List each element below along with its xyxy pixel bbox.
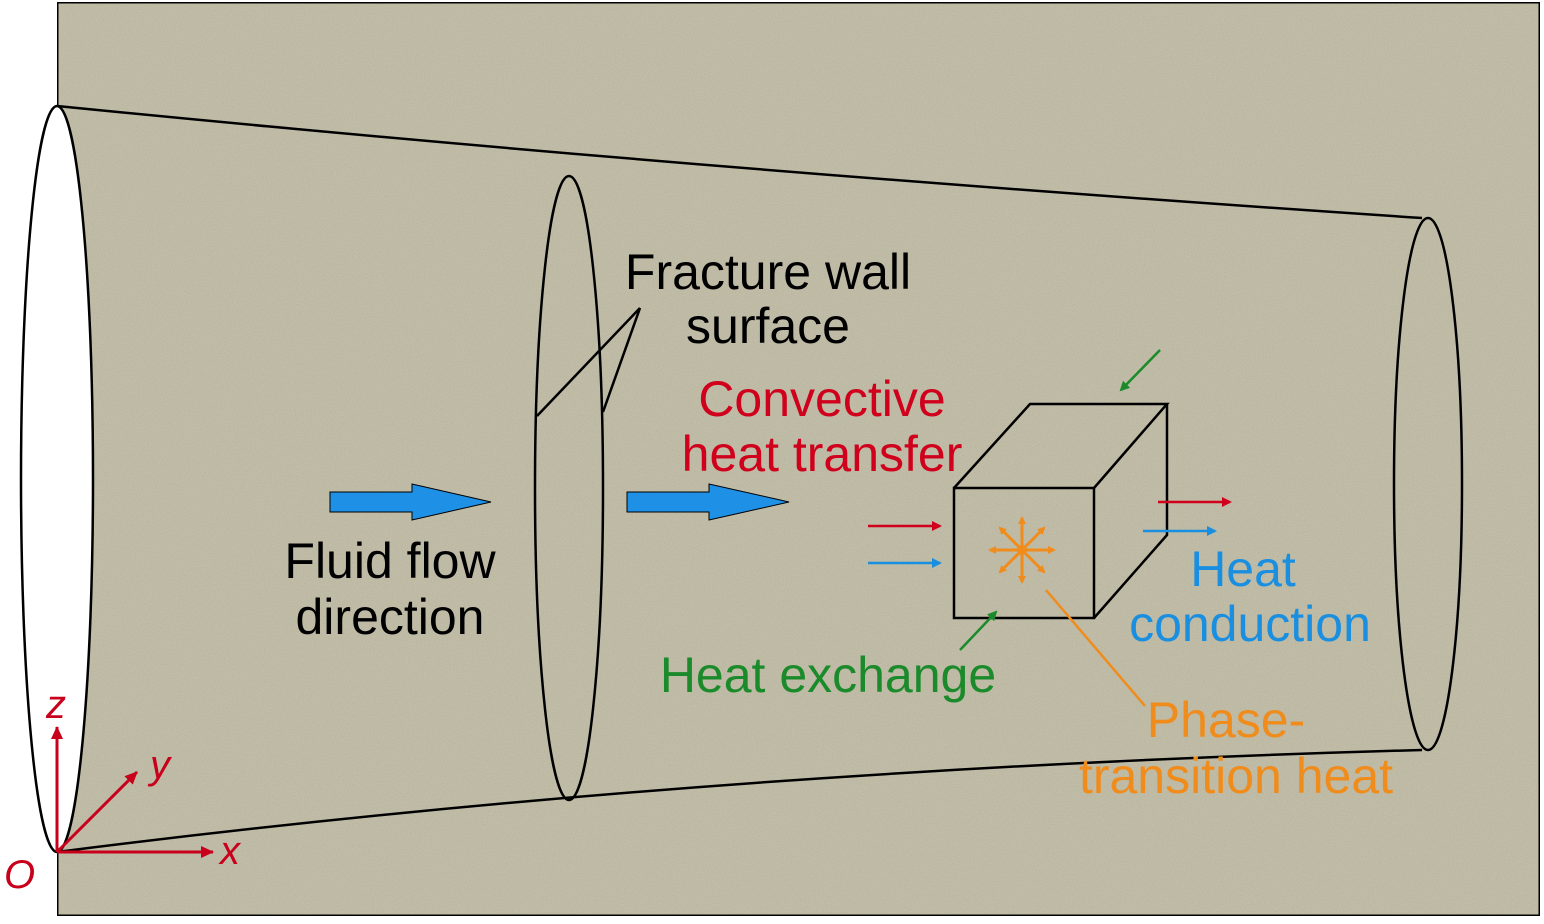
fracture-upper-edge <box>56 104 1423 220</box>
convective-label-line2: heat transfer <box>682 426 963 482</box>
flow-arrow-icon <box>626 483 790 521</box>
convective-label-line1: Convective <box>698 371 945 427</box>
fracture-lower-edge <box>56 748 1423 854</box>
x-axis-label: x <box>218 829 242 873</box>
origin-label: O <box>4 853 35 897</box>
fracture-body <box>19 104 1464 854</box>
fracture-wall-leader <box>536 307 642 417</box>
fracture-cross-section <box>533 174 605 802</box>
flow-arrows <box>329 483 790 521</box>
cube-front-face <box>952 486 1096 620</box>
flow-arrow-icon <box>329 483 492 521</box>
heat-exchange-top-arrow-icon <box>1119 349 1161 392</box>
cube-side-face <box>1093 404 1169 619</box>
z-axis-label: z <box>45 683 66 727</box>
fracture-wall-label-line2: surface <box>686 298 850 354</box>
phase-transition-star-icon <box>988 516 1056 584</box>
fracture-wall-label-line1: Fracture wall <box>625 244 911 300</box>
representative-volume-cube <box>952 402 1170 620</box>
phase-transition-label-line1: Phase- <box>1147 692 1305 748</box>
heat-exchange-label: Heat exchange <box>660 647 996 703</box>
phase-transition-label-line2: transition heat <box>1079 748 1393 804</box>
cube-top-face <box>953 402 1170 489</box>
fluid-flow-label-line1: Fluid flow <box>284 533 496 589</box>
rock-matrix-background <box>55 0 1542 918</box>
heat-conduction-label-line1: Heat <box>1190 541 1296 597</box>
y-axis-label: y <box>147 743 173 787</box>
phase-leader-line <box>1045 589 1146 707</box>
y-axis-arrow-icon <box>55 770 139 854</box>
coordinate-axes <box>51 726 214 858</box>
fracture-outlet-ellipse <box>1392 216 1464 752</box>
fluid-flow-label-line2: direction <box>296 589 485 645</box>
heat-exchange-bottom-arrow-icon <box>959 610 998 651</box>
heat-conduction-label-line2: conduction <box>1129 596 1371 652</box>
